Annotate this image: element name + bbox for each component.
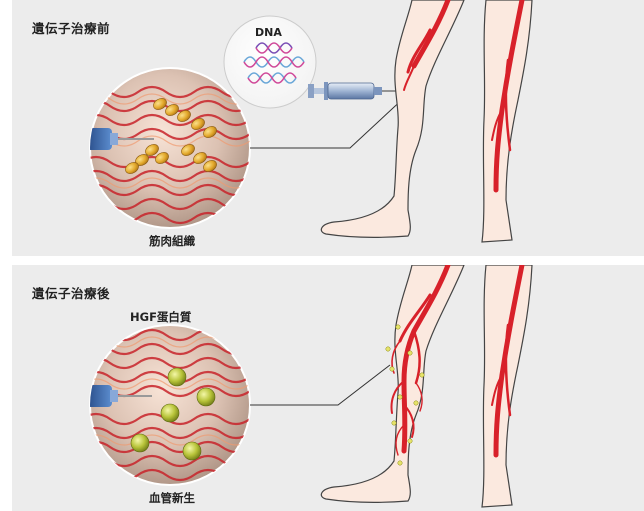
connector-line [250,365,390,405]
angiogenesis-circle [82,325,278,485]
angiogenesis-label: 血管新生 [149,490,195,506]
after-illustration [12,265,644,511]
syringe-icon [308,82,408,100]
legs-illustration [321,265,532,507]
panel-before-treatment: 遺伝子治療前 [12,0,644,256]
before-illustration [12,0,644,256]
muscle-tissue-label: 筋肉組織 [149,233,195,249]
legs-illustration [321,0,532,242]
dna-label: DNA [255,26,282,39]
panel-after-treatment: 遺伝子治療後 [12,265,644,511]
hgf-protein-label: HGF蛋白質 [130,309,191,325]
